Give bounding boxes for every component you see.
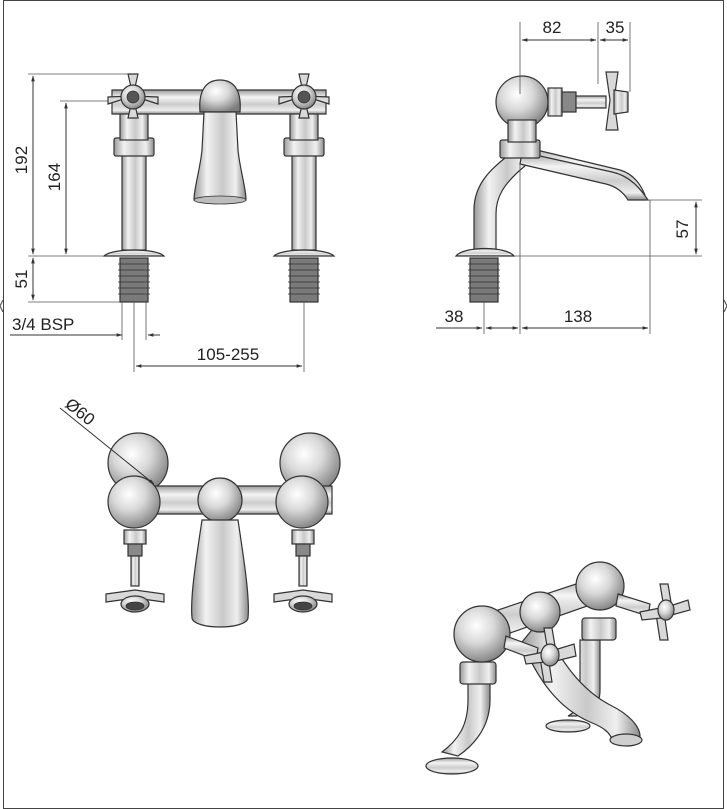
iso-rear-nut [581, 617, 617, 641]
right-edge-marker [723, 299, 727, 313]
top-right-cross-handle [273, 589, 333, 613]
side-spindle [575, 95, 607, 109]
iso-centre-boss [519, 591, 561, 633]
side-handle-cap [613, 89, 629, 115]
side-cross-handle [605, 71, 619, 131]
dim-label-138: 138 [564, 307, 592, 326]
right-cross-handle [278, 73, 330, 119]
left-cross-handle [107, 73, 159, 119]
top-right-ball [275, 475, 329, 529]
right-leg [291, 149, 317, 251]
top-centre-boss [197, 477, 243, 523]
side-body-neck [507, 119, 537, 143]
side-view: 82 35 57 38 138 [436, 18, 702, 334]
top-right-spindle-nut [295, 543, 311, 557]
dim-label-centres: 105-255 [197, 345, 259, 364]
top-left-spindle-collar [123, 529, 147, 545]
left-shank [118, 257, 150, 303]
left-flange [102, 249, 166, 257]
side-hex-nut [499, 139, 541, 159]
top-left-ball [107, 475, 161, 529]
iso-front-leg [440, 679, 491, 757]
dim-leader-diameter [59, 407, 155, 485]
right-shank [288, 257, 320, 303]
dim-label-164: 164 [45, 163, 64, 191]
left-hex-nut [113, 137, 155, 157]
iso-rear-base [545, 719, 591, 733]
front-view: 192 164 51 3/4 BSP 105-255 [10, 73, 336, 372]
iso-rear-cross-handle [639, 583, 691, 641]
dim-label-82: 82 [543, 18, 562, 37]
centre-boss [199, 79, 241, 113]
right-flange [272, 249, 336, 257]
left-edge-marker [0, 299, 4, 313]
dim-label-thread: 3/4 BSP [12, 315, 74, 334]
right-hex-nut [283, 137, 325, 157]
side-spindle-collar [547, 87, 563, 117]
side-spout-top [519, 151, 650, 201]
top-spout [191, 519, 249, 628]
dim-label-51: 51 [12, 270, 31, 289]
side-spindle-nut [561, 91, 577, 113]
dim-label-192: 192 [12, 146, 31, 174]
iso-front-ball [453, 605, 511, 663]
iso-front-cross-handle [523, 627, 577, 683]
dim-label-57: 57 [673, 220, 692, 239]
iso-spout-mouth [609, 733, 643, 747]
top-left-spindle-nut [127, 543, 143, 557]
dim-label-38: 38 [445, 307, 464, 326]
iso-front-nut [459, 661, 497, 685]
side-flange [454, 247, 516, 257]
iso-rear-ball [575, 561, 625, 611]
front-spout [193, 111, 247, 201]
top-left-spindle [130, 555, 140, 587]
iso-front-base [425, 757, 479, 775]
top-left-cross-handle [105, 589, 165, 613]
left-leg [121, 149, 147, 251]
top-right-spindle [298, 555, 308, 587]
front-spout-mouth [193, 195, 247, 205]
top-right-spindle-collar [291, 529, 315, 545]
side-shank [468, 257, 500, 303]
isometric-view [425, 561, 691, 775]
dim-label-35: 35 [606, 18, 625, 37]
top-view: Ø60 [59, 394, 341, 628]
